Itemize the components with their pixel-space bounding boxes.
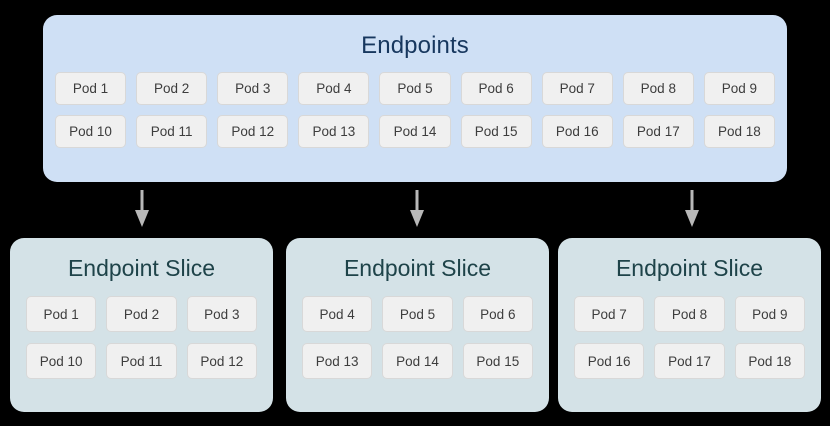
arrow-to-slice-3-icon [682,190,702,228]
endpoint-slice-title: Endpoint Slice [67,255,216,281]
slice-pod-row-1: Pod 7 Pod 8 Pod 9 [574,296,805,332]
pod-chip[interactable]: Pod 16 [541,115,613,148]
pod-chip[interactable]: Pod 10 [26,343,97,379]
pod-chip[interactable]: Pod 4 [302,296,373,332]
endpoints-panel: Endpoints Pod 1 Pod 2 Pod 3 Pod 4 Pod 5 … [43,15,787,182]
endpoint-slice-panel-2: Endpoint Slice Pod 4 Pod 5 Pod 6 Pod 13 … [286,238,549,412]
pod-chip[interactable]: Pod 6 [462,296,533,332]
pod-chip[interactable]: Pod 1 [55,72,127,105]
pod-chip[interactable]: Pod 3 [186,296,257,332]
endpoints-pod-grid: Pod 1 Pod 2 Pod 3 Pod 4 Pod 5 Pod 6 Pod … [55,72,775,148]
endpoint-slice-title: Endpoint Slice [343,255,492,281]
pod-chip[interactable]: Pod 5 [379,72,451,105]
pod-chip[interactable]: Pod 9 [703,72,775,105]
endpoints-pod-row-2: Pod 10 Pod 11 Pod 12 Pod 13 Pod 14 Pod 1… [55,115,775,148]
arrow-to-slice-2-icon [407,190,427,228]
pod-chip[interactable]: Pod 14 [379,115,451,148]
pod-chip[interactable]: Pod 18 [703,115,775,148]
pod-chip[interactable]: Pod 7 [574,296,645,332]
pod-chip[interactable]: Pod 11 [136,115,208,148]
pod-chip[interactable]: Pod 17 [622,115,694,148]
endpoints-title: Endpoints [361,32,469,59]
pod-chip[interactable]: Pod 2 [136,72,208,105]
pod-chip[interactable]: Pod 3 [217,72,289,105]
endpoint-slice-panel-1: Endpoint Slice Pod 1 Pod 2 Pod 3 Pod 10 … [10,238,273,412]
endpoint-slice-title: Endpoint Slice [615,255,764,281]
pod-chip[interactable]: Pod 6 [460,72,532,105]
pod-chip[interactable]: Pod 7 [541,72,613,105]
pod-chip[interactable]: Pod 15 [462,343,533,379]
pod-chip[interactable]: Pod 12 [186,343,257,379]
pod-chip[interactable]: Pod 12 [217,115,289,148]
pod-chip[interactable]: Pod 10 [55,115,127,148]
slice-pod-row-2: Pod 10 Pod 11 Pod 12 [26,343,257,379]
endpoints-pod-row-1: Pod 1 Pod 2 Pod 3 Pod 4 Pod 5 Pod 6 Pod … [55,72,775,105]
endpoint-slice-pod-grid: Pod 7 Pod 8 Pod 9 Pod 16 Pod 17 Pod 18 [574,296,805,379]
pod-chip[interactable]: Pod 13 [302,343,373,379]
endpoint-slice-panel-3: Endpoint Slice Pod 7 Pod 8 Pod 9 Pod 16 … [558,238,821,412]
pod-chip[interactable]: Pod 5 [382,296,453,332]
slice-pod-row-1: Pod 4 Pod 5 Pod 6 [302,296,533,332]
arrow-to-slice-1-icon [132,190,152,228]
pod-chip[interactable]: Pod 1 [26,296,97,332]
pod-chip[interactable]: Pod 8 [654,296,725,332]
slice-pod-row-1: Pod 1 Pod 2 Pod 3 [26,296,257,332]
pod-chip[interactable]: Pod 16 [574,343,645,379]
pod-chip[interactable]: Pod 15 [460,115,532,148]
pod-chip[interactable]: Pod 9 [734,296,805,332]
slice-pod-row-2: Pod 13 Pod 14 Pod 15 [302,343,533,379]
pod-chip[interactable]: Pod 11 [106,343,177,379]
pod-chip[interactable]: Pod 14 [382,343,453,379]
pod-chip[interactable]: Pod 13 [298,115,370,148]
pod-chip[interactable]: Pod 8 [622,72,694,105]
pod-chip[interactable]: Pod 4 [298,72,370,105]
pod-chip[interactable]: Pod 17 [654,343,725,379]
endpoint-slice-pod-grid: Pod 4 Pod 5 Pod 6 Pod 13 Pod 14 Pod 15 [302,296,533,379]
slice-pod-row-2: Pod 16 Pod 17 Pod 18 [574,343,805,379]
endpoint-slice-pod-grid: Pod 1 Pod 2 Pod 3 Pod 10 Pod 11 Pod 12 [26,296,257,379]
pod-chip[interactable]: Pod 18 [734,343,805,379]
pod-chip[interactable]: Pod 2 [106,296,177,332]
